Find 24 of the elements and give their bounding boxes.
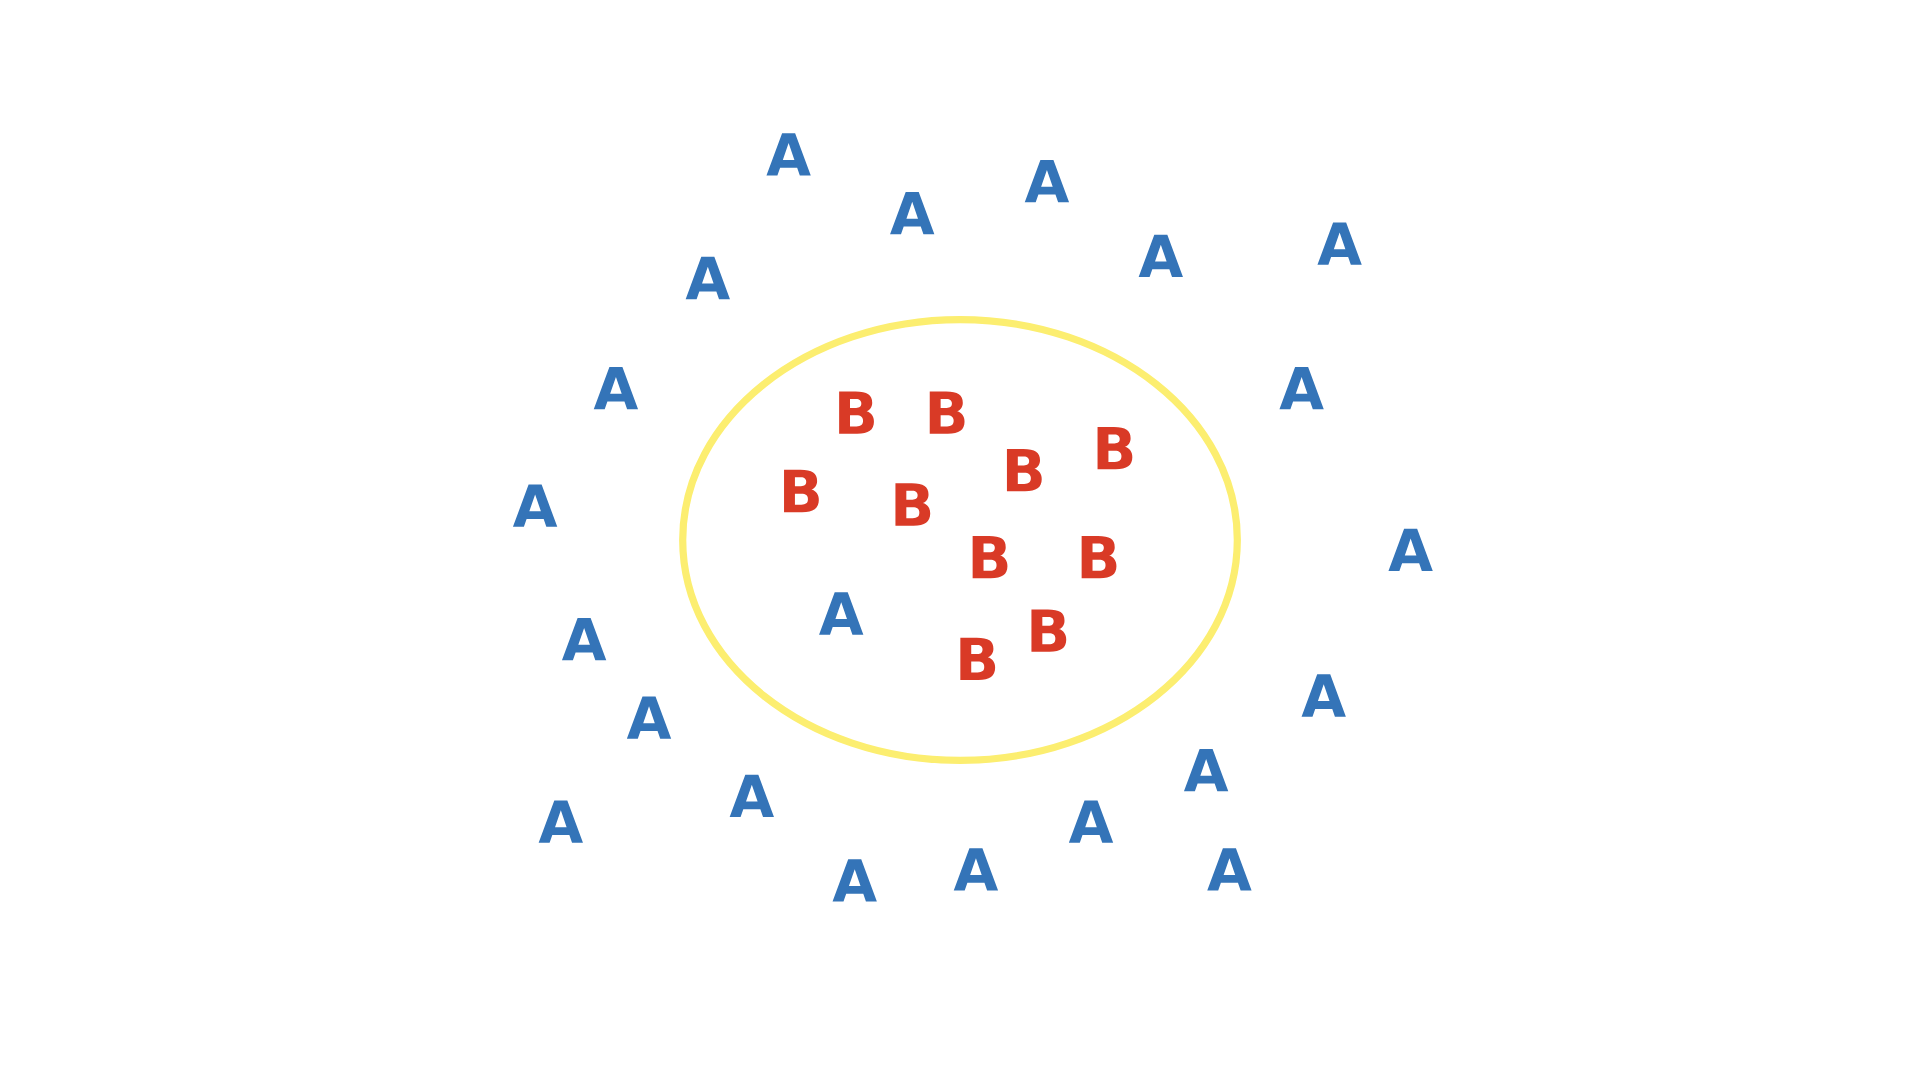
letter: B (1097, 427, 1133, 470)
letter: A (766, 133, 811, 176)
letter: A (512, 484, 558, 527)
letter: A (1207, 848, 1252, 891)
letter: A (890, 191, 935, 235)
letter: A (1301, 674, 1346, 717)
letter: B (1081, 535, 1117, 579)
letter: A (1388, 528, 1433, 571)
letter: B (960, 637, 996, 680)
letter: A (832, 859, 877, 902)
letter: A (538, 800, 583, 843)
letter: A (561, 618, 607, 661)
letter: A (1183, 749, 1229, 792)
letter: B (895, 483, 931, 526)
letter: B (1006, 449, 1042, 492)
letter: A (953, 848, 999, 891)
letter: A (819, 592, 864, 635)
letter: B (929, 391, 965, 434)
letter: B (1031, 609, 1067, 652)
letter: B (784, 469, 819, 513)
letter: A (1317, 222, 1362, 265)
letter: B (839, 391, 874, 434)
letter: A (1024, 160, 1070, 203)
letter: B (972, 535, 1008, 579)
